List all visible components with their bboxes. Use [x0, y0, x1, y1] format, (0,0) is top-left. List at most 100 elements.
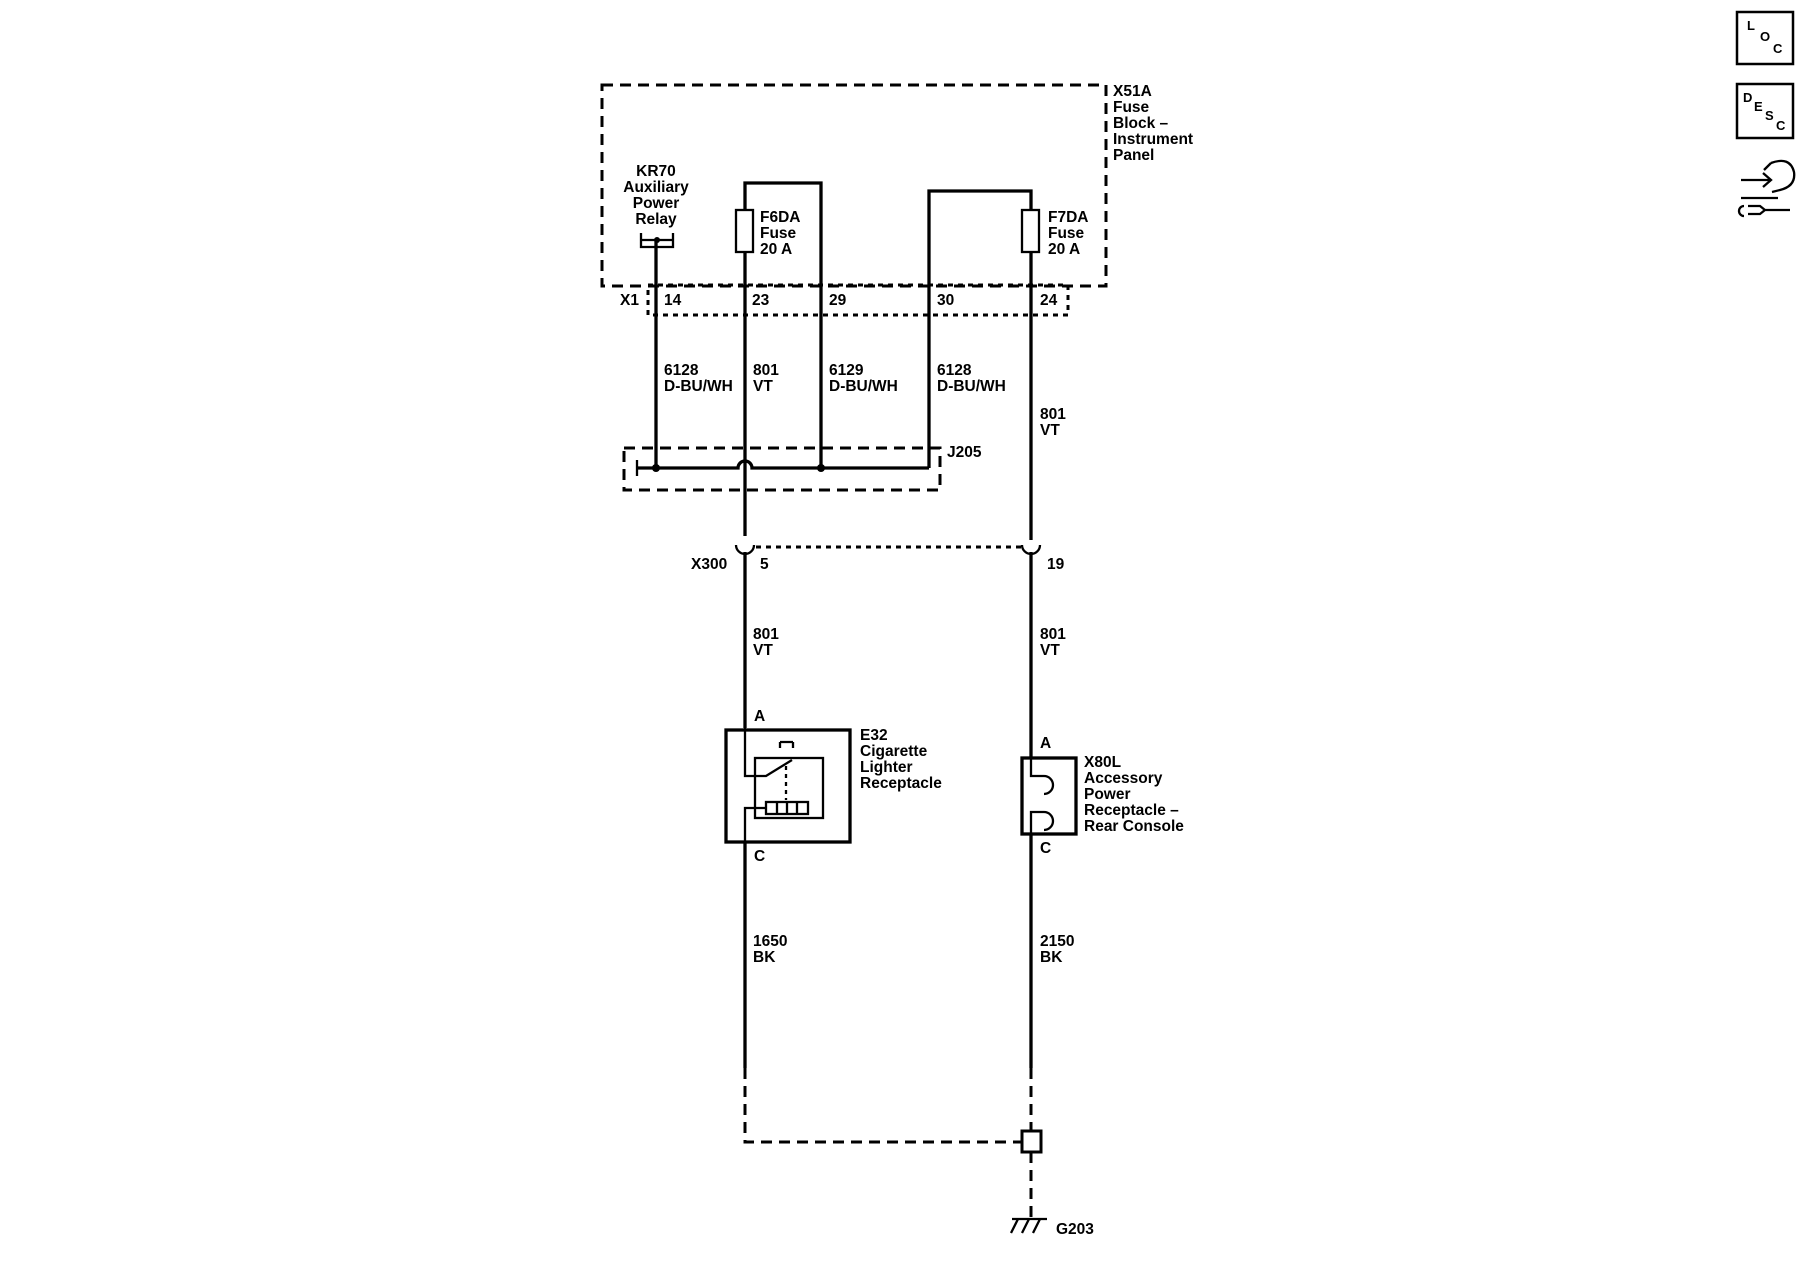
fuse-block-x51a: X51A Fuse Block – Instrument Panel	[600, 83, 1193, 288]
wire-labels-top: 6128 D-BU/WH 801 VT 6129 D-BU/WH 6128 D-…	[664, 362, 1066, 439]
fuse-rating: 20 A	[760, 241, 792, 258]
ground-g203: G203	[1009, 1217, 1094, 1238]
connector-housing-icon	[1763, 159, 1796, 194]
wire-circuit: 6128	[937, 362, 972, 379]
lighter-name-line: Cigarette	[860, 743, 928, 760]
ground-icon	[1009, 1218, 1042, 1234]
middle-wires: 801 VT 801 VT	[743, 552, 1066, 758]
fuse-f7da-symbol	[1020, 208, 1041, 254]
accessory-receptacle-x80l: A C X80L Accessory Power Receptacle – Re…	[1020, 735, 1184, 857]
wire-circuit: 801	[1040, 626, 1066, 643]
fuse-block-name-line: Fuse	[1113, 99, 1150, 116]
ground-wires: 1650 BK 2150 BK	[743, 834, 1074, 1218]
wire-circuit: 6128	[664, 362, 699, 379]
lighter-element-segments	[775, 802, 799, 814]
desc-letter: S	[1765, 108, 1774, 123]
wire-circuit: 801	[1040, 406, 1066, 423]
lighter-outline	[724, 728, 852, 844]
fuse-type: Fuse	[1048, 225, 1085, 242]
wire-color: VT	[753, 642, 773, 659]
ground-id: G203	[1056, 1221, 1094, 1238]
cigarette-lighter-e32: A C E32 Cigarette Lighter Receptacle	[724, 708, 942, 865]
relay-name-line: Relay	[635, 211, 677, 228]
connector-wrench-icon	[1737, 159, 1796, 218]
arrow-right-icon	[1741, 172, 1773, 188]
x1-pin-label: 24	[1040, 292, 1058, 309]
lighter-pin-in: A	[754, 708, 765, 725]
outlet-pin-in: A	[1040, 735, 1051, 752]
x1-pin-label: 29	[829, 292, 847, 309]
wire-color: D-BU/WH	[664, 378, 733, 395]
connector-x1-label: X1	[620, 292, 639, 309]
wire-color: VT	[753, 378, 773, 395]
x1-pin-label: 30	[937, 292, 954, 309]
lighter-ground-path	[743, 806, 766, 842]
splice-j205: J205	[622, 444, 982, 492]
outlet-name-line: Power	[1084, 786, 1131, 803]
wire-color: VT	[1040, 642, 1060, 659]
splice-bus	[637, 459, 929, 470]
desc-letter: E	[1754, 99, 1763, 114]
lighter-pin-out: C	[754, 848, 765, 865]
fuse-block-name-line: Block –	[1113, 115, 1169, 132]
desc-button-frame	[1735, 82, 1795, 140]
desc-letter: C	[1776, 118, 1786, 133]
outlet-id: X80L	[1084, 754, 1121, 771]
x1-pin-label: 23	[752, 292, 770, 309]
wire-6128-loop	[927, 189, 1033, 468]
splice-id: J205	[947, 444, 982, 461]
lighter-name-line: Lighter	[860, 759, 913, 776]
wrench-head-icon	[1737, 204, 1745, 218]
relay-name-line: Power	[633, 195, 680, 212]
wire-6129-loop	[743, 181, 823, 468]
wire-circuit: 801	[753, 362, 779, 379]
connector-wrench-button[interactable]	[1737, 159, 1796, 218]
fuse-f6da-symbol	[734, 208, 755, 254]
fuse-block-name-line: Panel	[1113, 147, 1154, 164]
lighter-name-line: Receptacle	[860, 775, 942, 792]
wire-circuit: 1650	[753, 933, 787, 950]
fuse-id: F7DA	[1048, 209, 1088, 226]
loc-letter: O	[1760, 29, 1770, 44]
lighter-switch-arm	[743, 728, 793, 778]
lighter-switch-top	[778, 740, 795, 748]
wire-color: VT	[1040, 422, 1060, 439]
wrench-icon	[1748, 204, 1790, 216]
fuse-id: F6DA	[760, 209, 800, 226]
connector-x1-outline	[646, 283, 1070, 317]
connector-x300: X300 5 19	[691, 490, 1065, 573]
fuse-f7da: F7DA Fuse 20 A	[1020, 208, 1088, 258]
wire-color: D-BU/WH	[937, 378, 1006, 395]
loc-button-frame	[1735, 10, 1795, 66]
relay-kr70: KR70 Auxiliary Power Relay	[623, 163, 689, 249]
relay-id: KR70	[636, 163, 676, 180]
fuse-f6da: F6DA Fuse 20 A	[734, 208, 800, 258]
connector-x300-pin: 19	[1047, 556, 1065, 573]
fuse-block-name-line: Instrument	[1113, 131, 1193, 148]
fuse-block-id: X51A	[1113, 83, 1152, 100]
splice-j205-outline	[622, 446, 942, 492]
relay-name-line: Auxiliary	[623, 179, 689, 196]
outlet-name-line: Receptacle –	[1084, 802, 1179, 819]
wire-circuit: 801	[753, 626, 779, 643]
upper-wires	[654, 181, 1033, 531]
x1-pin-label: 14	[664, 292, 682, 309]
loc-button[interactable]: L O C	[1735, 10, 1795, 66]
desc-button[interactable]: D E S C	[1735, 82, 1795, 140]
connector-x300-pin: 5	[760, 556, 769, 573]
wire-circuit: 6129	[829, 362, 864, 379]
loc-letter: C	[1773, 41, 1783, 56]
splice-node	[817, 464, 825, 472]
wire-color: BK	[1040, 949, 1063, 966]
connector-x1: X1 14 23 29 30 24	[620, 283, 1070, 317]
fuse-block-outline	[600, 83, 1108, 288]
loc-letter: L	[1747, 18, 1755, 33]
fuse-rating: 20 A	[1048, 241, 1080, 258]
outlet-outline	[1020, 756, 1078, 836]
connector-x300-label: X300	[691, 556, 727, 573]
lighter-inner-frame	[753, 756, 825, 820]
ground-splice-box	[1020, 1129, 1043, 1154]
wire-color: BK	[753, 949, 776, 966]
